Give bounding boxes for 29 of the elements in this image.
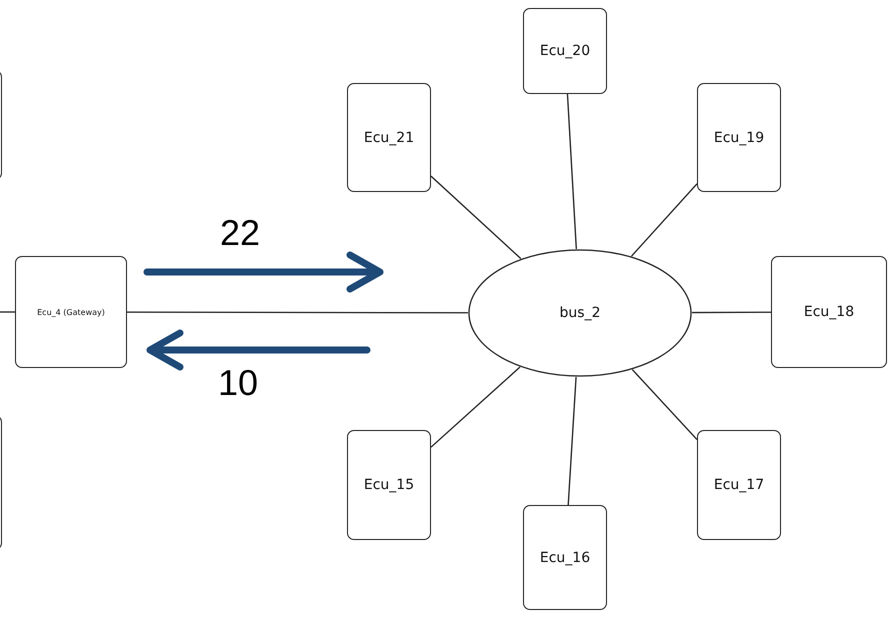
connector-line <box>566 94 577 250</box>
connector-line <box>0 311 15 313</box>
node-label: bus_2 <box>560 305 600 321</box>
connector-line <box>631 183 698 257</box>
connector-line <box>127 311 468 314</box>
node-label: Ecu_19 <box>714 130 764 146</box>
node-label: Ecu_21 <box>364 130 414 146</box>
node-label: Ecu_4 (Gateway) <box>37 308 105 316</box>
ecu-box <box>697 430 781 540</box>
bus-ellipse <box>468 249 692 377</box>
node-label: Ecu_18 <box>804 304 854 320</box>
ecu-box <box>523 8 607 94</box>
connector-line <box>692 312 771 314</box>
ecu-box <box>347 430 431 540</box>
node-label: Ecu_17 <box>714 477 764 493</box>
connector-line <box>430 366 520 448</box>
connector-line <box>568 376 577 506</box>
ecu-box <box>523 505 607 610</box>
flow-count: 10 <box>218 362 258 404</box>
node-label: Ecu_20 <box>540 43 590 59</box>
ecu-box <box>347 83 431 192</box>
ecu-box <box>771 256 887 368</box>
ecu-box <box>15 256 127 368</box>
connector-line <box>430 176 522 260</box>
connector-line <box>632 369 698 440</box>
node-label: Ecu_16 <box>540 550 590 566</box>
node-label: Ecu_15 <box>364 477 414 493</box>
ecu-box <box>697 83 781 192</box>
flow-count: 22 <box>220 212 260 254</box>
